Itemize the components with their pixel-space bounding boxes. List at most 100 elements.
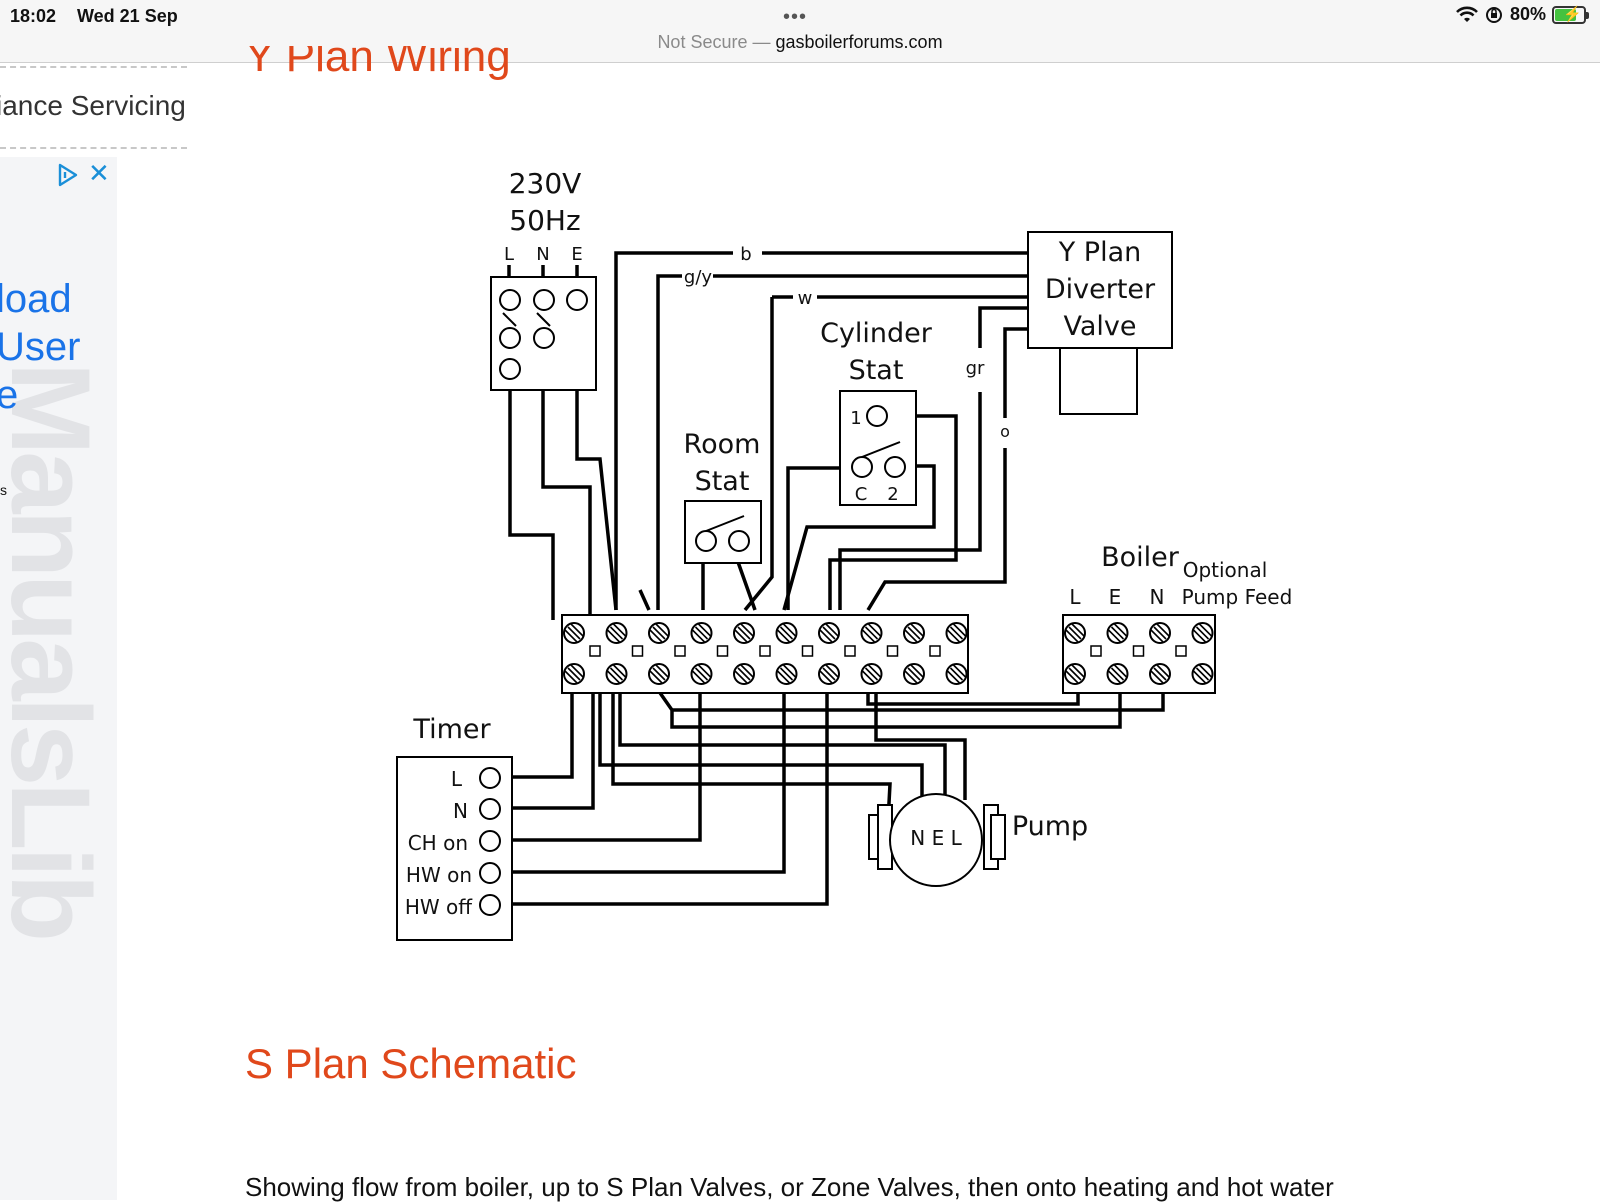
diverter-valve: Y Plan Diverter Valve: [1027, 231, 1173, 415]
screw-hatch: [694, 667, 709, 681]
screw-hatch: [776, 629, 791, 643]
screw-hatch: [819, 629, 833, 643]
screw-hatch: [1071, 623, 1085, 637]
screw-hatch: [952, 664, 967, 678]
screw-hatch: [1195, 626, 1210, 640]
screw-hatch: [564, 670, 578, 684]
screw-hatch: [740, 664, 754, 678]
screw-hatch: [606, 670, 621, 684]
supply-voltage: 230V: [509, 167, 582, 200]
supply-terminal-l: L: [504, 244, 514, 265]
screw-hatch: [1110, 667, 1125, 681]
ad-line-2[interactable]: User: [0, 325, 81, 369]
screw-hatch: [564, 629, 578, 643]
screw-hatch: [907, 667, 921, 681]
battery-fill: [1555, 8, 1576, 21]
sidebar-link-appliance-servicing[interactable]: iance Servicing: [0, 90, 186, 121]
room-stat-title-2: Stat: [695, 466, 750, 497]
screw-hatch: [864, 667, 879, 681]
screw-hatch: [819, 670, 833, 684]
screw-hatch: [734, 670, 748, 684]
screw-hatch: [904, 670, 918, 684]
supply-frequency: 50Hz: [509, 204, 580, 237]
screw-hatch: [904, 629, 918, 643]
screw-hatch: [649, 629, 663, 643]
multitasking-dots[interactable]: •••: [783, 6, 808, 28]
screw-hatch: [907, 626, 921, 640]
screw-hatch: [1150, 629, 1164, 643]
boiler-title: Boiler: [1101, 542, 1180, 573]
screw-hatch: [606, 629, 621, 643]
article-paragraph: Showing flow from boiler, up to S Plan V…: [245, 1172, 1334, 1202]
screw-hatch: [655, 664, 669, 678]
pump: N E L Pump: [868, 793, 1088, 887]
screw-hatch: [1195, 667, 1210, 681]
sidebar-divider-top: [0, 66, 187, 68]
screw-hatch: [1153, 667, 1167, 681]
boiler-terminal-e: E: [1109, 585, 1122, 609]
screw-hatch: [1150, 670, 1164, 684]
screw-hatch: [570, 664, 584, 678]
screw-hatch: [609, 667, 624, 681]
boiler-optional-2: Pump Feed: [1182, 585, 1293, 609]
screw-hatch: [694, 626, 709, 640]
screw-hatch: [612, 664, 627, 678]
wire-label-grey: gr: [966, 358, 985, 379]
screw-hatch: [776, 670, 791, 684]
url-domain: gasboilerforums.com: [775, 32, 943, 52]
screw-hatch: [861, 629, 876, 643]
terminal-link: [716, 645, 729, 657]
ad-small-mark: s: [0, 482, 7, 498]
status-date: Wed 21 Sep: [77, 6, 178, 26]
terminal-link: [589, 645, 601, 657]
ad-line-1[interactable]: load: [0, 277, 72, 321]
cylinder-stat-terminal-c: C: [855, 484, 868, 505]
screw-hatch: [697, 664, 712, 678]
screw-hatch: [822, 626, 836, 640]
terminal-link: [1132, 645, 1145, 657]
screw-hatch: [867, 664, 882, 678]
boiler-terminal-l: L: [1069, 585, 1081, 609]
timer-terminal-ch-on: CH on: [408, 831, 468, 855]
cylinder-stat-terminal-2: 2: [887, 484, 898, 505]
terminal-link: [886, 645, 899, 657]
status-indicators: 80% ⚡: [1456, 4, 1589, 25]
security-label: Not Secure —: [657, 32, 771, 52]
close-icon[interactable]: ✕: [88, 158, 110, 188]
wifi-icon: [1456, 6, 1478, 22]
screw-hatch: [1107, 670, 1122, 684]
screw-hatch: [861, 670, 876, 684]
cylinder-stat: Cylinder Stat 1 C 2: [820, 318, 933, 506]
screw-hatch: [691, 670, 706, 684]
screw-hatch: [779, 667, 794, 681]
screw-hatch: [567, 626, 581, 640]
wire-label-white: w: [798, 288, 813, 309]
screw-hatch: [825, 664, 839, 678]
screw-hatch: [910, 623, 924, 637]
ad-line-3[interactable]: e: [0, 373, 19, 417]
supply-isolator: 230V 50Hz L N E: [490, 167, 597, 391]
terminal-link: [929, 645, 941, 657]
screw-hatch: [949, 626, 964, 640]
wire-label-green-yellow: g/y: [684, 267, 712, 288]
valve-title-3: Valve: [1063, 311, 1136, 342]
screw-hatch: [740, 623, 754, 637]
boiler-optional-1: Optional: [1183, 558, 1268, 582]
terminal-link: [844, 645, 856, 657]
screw-hatch: [652, 626, 666, 640]
screw-hatch: [779, 626, 794, 640]
cylinder-stat-title-2: Stat: [849, 355, 904, 386]
ad-choices-icon[interactable]: [56, 163, 80, 187]
screw-hatch: [1110, 626, 1125, 640]
room-stat: Room Stat: [684, 429, 762, 564]
screw-hatch: [734, 629, 748, 643]
screw-hatch: [952, 623, 967, 637]
terminal-strip: [561, 614, 969, 694]
pump-terminals: N E L: [910, 826, 962, 850]
screw-hatch: [782, 664, 797, 678]
ad-panel[interactable]: ✕ ManualsLib load User e s: [0, 157, 117, 1200]
screw-hatch: [1068, 626, 1082, 640]
screw-hatch: [1113, 623, 1128, 637]
screw-hatch: [946, 629, 961, 643]
address-bar[interactable]: Not Secure — gasboilerforums.com: [0, 32, 1600, 53]
